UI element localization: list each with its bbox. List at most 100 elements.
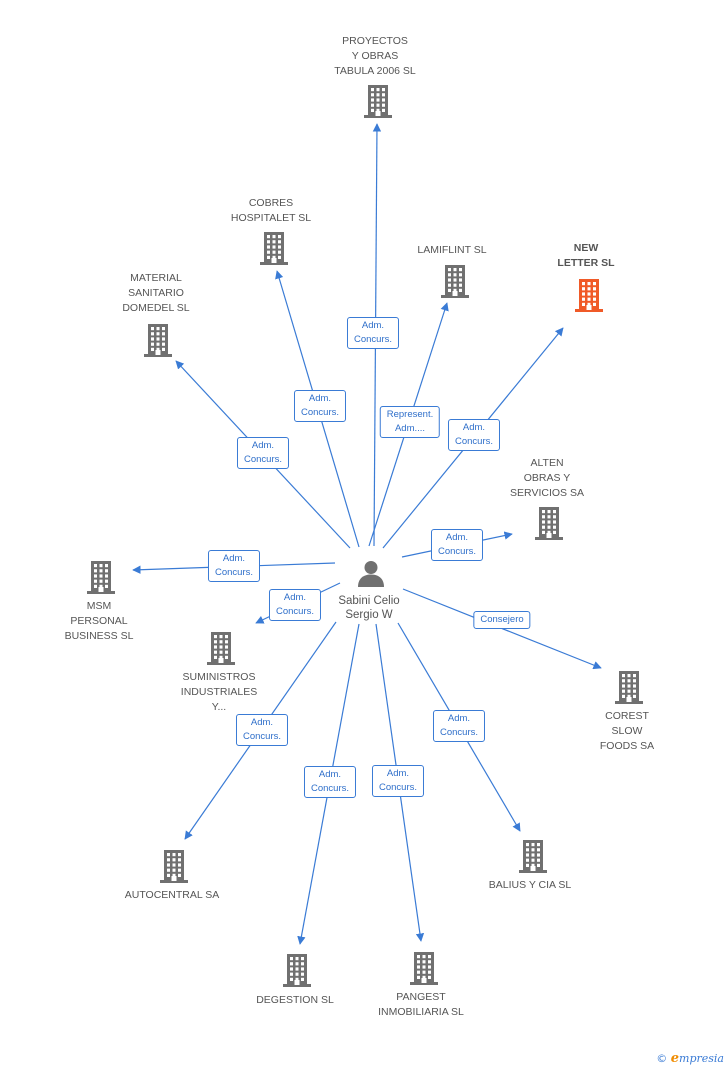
company-label-line: SANITARIO xyxy=(128,287,184,299)
relation-label-material[interactable]: Adm. Concurs. xyxy=(236,437,290,469)
relation-label-balius[interactable]: Adm. Concurs. xyxy=(432,710,486,742)
relation-label-line: Adm. xyxy=(445,532,469,543)
brand-logo-text: mpresia xyxy=(679,1052,724,1065)
relation-label-line: Concurs. xyxy=(378,782,418,793)
company-label-line: PROYECTOS xyxy=(342,35,408,47)
company-label-line: INDUSTRIALES xyxy=(180,686,258,698)
company-label-line: COBRES xyxy=(248,197,294,209)
relation-label-line: Represent. xyxy=(386,409,434,420)
company-label-line: COREST xyxy=(605,710,649,722)
building-icon[interactable] xyxy=(534,506,564,545)
building-icon[interactable] xyxy=(143,323,173,362)
company-label-line: AUTOCENTRAL SA xyxy=(124,889,220,901)
company-label-line: DEGESTION SL xyxy=(256,994,334,1006)
relation-label-line: Concurs. xyxy=(454,436,494,447)
company-label-lamiflint[interactable]: LAMIFLINT SL xyxy=(417,243,486,258)
relation-label-line: Concurs. xyxy=(353,334,393,345)
relation-label-newletter[interactable]: Adm. Concurs. xyxy=(447,419,501,451)
company-label-pangest[interactable]: PANGEST INMOBILIARIA SL xyxy=(378,990,464,1020)
relation-label-line: Consejero xyxy=(480,614,524,625)
company-label-proyectos[interactable]: PROYECTOS Y OBRAS TABULA 2006 SL xyxy=(334,34,416,79)
company-label-corest[interactable]: COREST SLOW FOODS SA xyxy=(600,709,654,754)
relation-label-lamiflint[interactable]: Represent. Adm.... xyxy=(379,406,441,438)
person-name-line: Sergio W xyxy=(345,609,393,621)
brand-logo-initial: e xyxy=(670,1051,680,1066)
company-label-line: PANGEST xyxy=(396,991,446,1003)
building-icon[interactable] xyxy=(282,953,312,992)
relation-label-line: Concurs. xyxy=(214,567,254,578)
company-label-line: SERVICIOS SA xyxy=(510,487,584,499)
person-name-line: Sabini Celio xyxy=(338,595,400,607)
company-label-line: INMOBILIARIA SL xyxy=(378,1006,464,1018)
relation-label-line: Concurs. xyxy=(243,454,283,465)
company-label-line: OBRAS Y xyxy=(523,472,571,484)
building-icon[interactable] xyxy=(206,631,236,670)
company-label-material[interactable]: MATERIAL SANITARIO DOMEDEL SL xyxy=(122,271,189,316)
building-icon[interactable] xyxy=(614,670,644,709)
relation-label-line: Adm. xyxy=(250,717,274,728)
company-label-line: SLOW xyxy=(611,725,643,737)
company-label-degestion[interactable]: DEGESTION SL xyxy=(256,993,334,1008)
company-label-line: Y OBRAS xyxy=(351,50,399,62)
company-label-msm[interactable]: MSM PERSONAL BUSINESS SL xyxy=(65,599,134,644)
relation-label-line: Adm. xyxy=(308,393,332,404)
relation-label-line: Adm. xyxy=(447,713,471,724)
relation-label-line: Concurs. xyxy=(275,606,315,617)
relation-label-line: Adm. xyxy=(283,592,307,603)
company-label-line: MATERIAL xyxy=(130,272,182,284)
relation-label-line: Adm.... xyxy=(394,423,426,434)
company-label-autocentral[interactable]: AUTOCENTRAL SA xyxy=(125,888,220,903)
relation-label-corest[interactable]: Consejero xyxy=(473,611,531,629)
relation-label-line: Concurs. xyxy=(242,731,282,742)
building-icon[interactable] xyxy=(86,560,116,599)
building-icon[interactable] xyxy=(409,951,439,990)
relation-label-proyectos[interactable]: Adm. Concurs. xyxy=(346,317,400,349)
company-label-line: TABULA 2006 SL xyxy=(334,65,416,77)
building-icon[interactable] xyxy=(574,278,604,317)
company-label-line: MSM xyxy=(86,600,112,612)
company-label-line: SUMINISTROS xyxy=(182,671,256,683)
relation-label-suministros[interactable]: Adm. Concurs. xyxy=(268,589,322,621)
relation-label-degestion[interactable]: Adm. Concurs. xyxy=(303,766,357,798)
relation-label-cobres[interactable]: Adm. Concurs. xyxy=(293,390,347,422)
company-label-line: BUSINESS SL xyxy=(64,630,134,642)
relation-label-line: Adm. xyxy=(222,553,246,564)
company-label-newletter[interactable]: NEW LETTER SL xyxy=(557,241,614,271)
company-label-line: PERSONAL xyxy=(70,615,128,627)
relation-label-line: Concurs. xyxy=(439,727,479,738)
building-icon[interactable] xyxy=(363,84,393,123)
relation-label-msm[interactable]: Adm. Concurs. xyxy=(207,550,261,582)
company-label-line: BALIUS Y CIA SL xyxy=(488,879,572,891)
building-icon[interactable] xyxy=(259,231,289,270)
company-label-line: FOODS SA xyxy=(599,740,655,752)
company-label-line: Y... xyxy=(211,701,227,713)
company-label-line: DOMEDEL SL xyxy=(122,302,190,314)
relation-label-line: Concurs. xyxy=(310,783,350,794)
relation-label-autocentral[interactable]: Adm. Concurs. xyxy=(235,714,289,746)
person-icon[interactable] xyxy=(357,559,385,592)
company-label-line: ALTEN xyxy=(530,457,564,469)
building-icon[interactable] xyxy=(440,264,470,303)
brand-footer[interactable]: © empresia xyxy=(656,1051,724,1066)
company-label-line: LAMIFLINT SL xyxy=(417,244,487,256)
relation-label-line: Adm. xyxy=(462,422,486,433)
relation-label-line: Adm. xyxy=(361,320,385,331)
building-icon[interactable] xyxy=(159,849,189,888)
company-label-alten[interactable]: ALTEN OBRAS Y SERVICIOS SA xyxy=(510,456,584,501)
relation-label-line: Concurs. xyxy=(437,546,477,557)
company-label-cobres[interactable]: COBRES HOSPITALET SL xyxy=(231,196,311,226)
company-label-balius[interactable]: BALIUS Y CIA SL xyxy=(489,878,572,893)
company-label-line: NEW xyxy=(573,242,599,254)
company-label-suministros[interactable]: SUMINISTROS INDUSTRIALES Y... xyxy=(181,670,257,715)
company-label-line: HOSPITALET SL xyxy=(230,212,312,224)
relation-label-line: Adm. xyxy=(318,769,342,780)
relation-label-line: Adm. xyxy=(251,440,275,451)
copyright-symbol: © xyxy=(656,1052,668,1065)
relation-label-alten[interactable]: Adm. Concurs. xyxy=(430,529,484,561)
company-label-line: LETTER SL xyxy=(557,257,615,269)
relation-label-line: Concurs. xyxy=(300,407,340,418)
building-icon[interactable] xyxy=(518,839,548,878)
relation-label-pangest[interactable]: Adm.Concurs. xyxy=(371,765,425,797)
